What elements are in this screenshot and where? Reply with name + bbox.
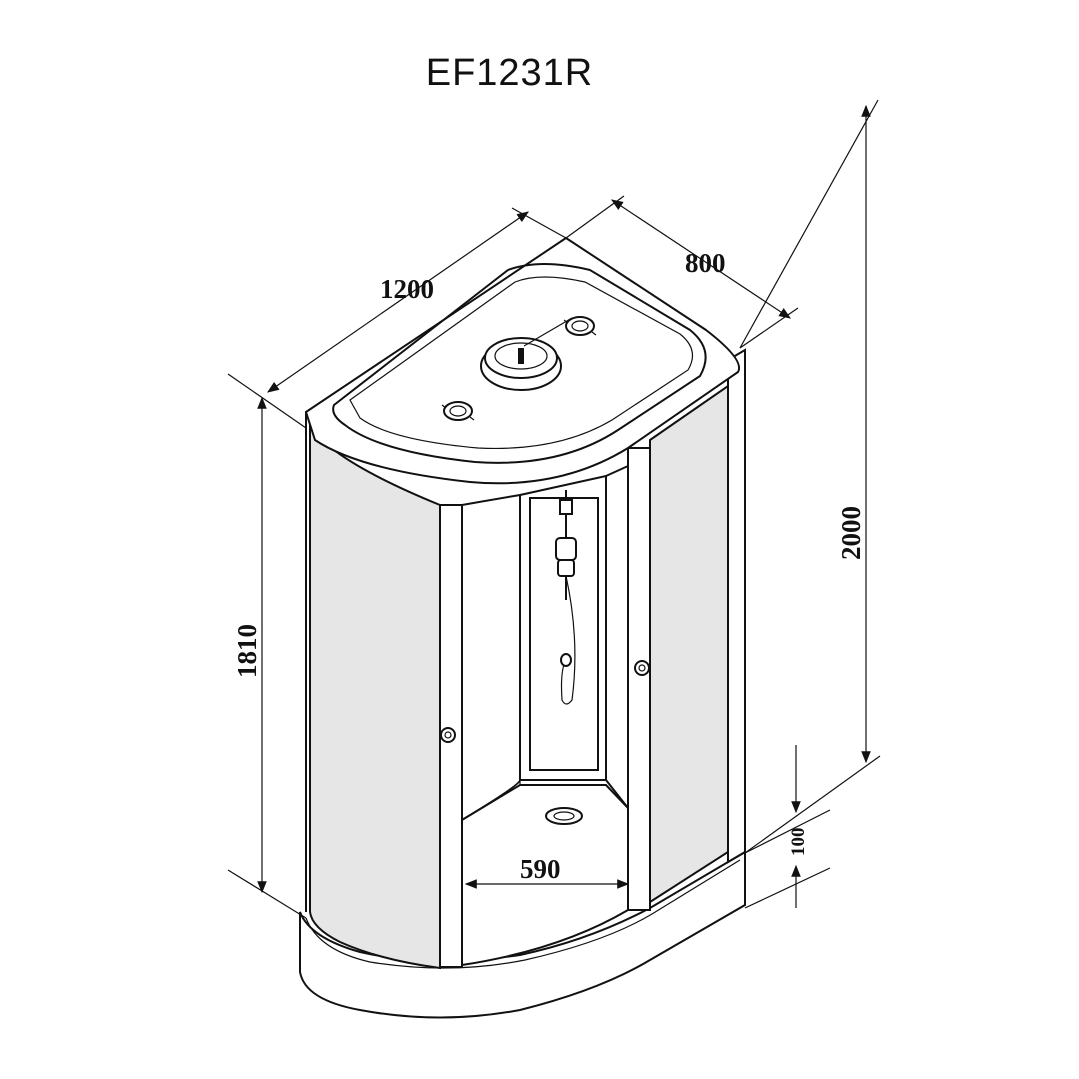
dimension-door-opening: 590 — [464, 852, 630, 889]
dimension-total-height: 2000 — [739, 99, 881, 854]
right-door-handle — [634, 660, 650, 676]
left-door-handle — [440, 727, 456, 743]
vent-light-2 — [563, 316, 597, 336]
back-wall — [461, 493, 521, 822]
dimension-tray-height: 100 — [744, 745, 831, 909]
right-glass — [649, 384, 729, 904]
dimension-length: 1200 — [227, 207, 567, 429]
total-height-label: 2000 — [836, 506, 866, 560]
model-title: EF1231R — [425, 52, 594, 94]
hand-shower — [555, 490, 577, 705]
shower-cabin — [299, 236, 746, 1019]
tray-height-label: 100 — [788, 828, 809, 857]
door-height-label: 1810 — [232, 624, 262, 678]
left-curved-glass — [309, 421, 441, 970]
dimension-depth: 800 — [565, 195, 799, 349]
drain — [545, 807, 583, 825]
door-opening-label: 590 — [520, 854, 561, 884]
length-label: 1200 — [380, 274, 434, 304]
dimension-door-height: 1810 — [227, 396, 307, 919]
vent-light-1 — [441, 401, 475, 421]
right-door-frame — [627, 447, 651, 911]
shower-head-nozzle — [518, 348, 524, 364]
depth-label: 800 — [685, 248, 726, 278]
